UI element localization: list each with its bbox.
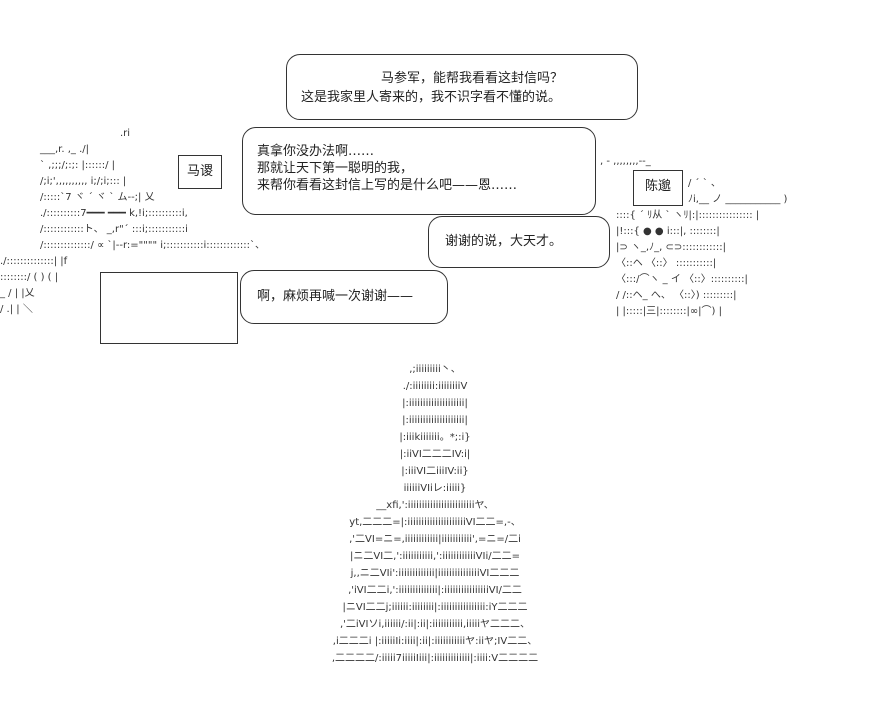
art-line: /:::::`7 ヾ ´ ヾ ` ム--;| 乂 (40, 192, 155, 203)
art-line: ::::{ ´ ﾘ从 ` ヽﾘ|:|:::::::::::::::: | (616, 210, 760, 221)
bubble-line: 马参军，能帮我看看这封信吗？ (381, 71, 564, 86)
art-line: /;i;',,,,,,,,,, i;/;i;::: | (40, 176, 127, 187)
art-line: |ニ二VI二,':iiiiiiiiiii,':iiiiiiiiiiiiVIi/二… (350, 551, 520, 562)
speech-bubble-request: 马参军，能帮我看看这封信吗？ 这是我家里人寄来的，我不识字看不懂的说。 (286, 54, 638, 120)
art-line: ./::::::::::::::| |f (0, 256, 68, 267)
speech-bubble-thanks: 谢谢的说，大天才。 (428, 216, 610, 268)
art-line: ,;iiiiiiiii丶、 (409, 364, 461, 375)
art-line: |:iiiiiiiiiiiiiiiiiiii| (402, 398, 468, 409)
art-line: |:iiiVI二iiiIV:ii} (401, 466, 469, 477)
art-line: |:iiiiiiiiiiiiiiiiiiii| (402, 415, 468, 426)
art-line: ,i二二二i |:iiiiiIi:iiii|:ii|:iiiiiiiiiiiヤ:… (332, 636, 538, 647)
art-line: ::::::::/ ( ) ( | (0, 272, 59, 283)
art-line: ,二二二二/:iiiii7iiiiiIiii|:iiiiiiiiiiiii|:i… (331, 653, 539, 664)
art-line: ,'二iVIソi,iiiiii/:ii|:ii|:iiiiiiiiiii,iii… (339, 619, 531, 630)
art-line: ` ,;;;/;:;: |::::::/ | (40, 160, 115, 171)
art-line: ./::::::::::7━━━ ━━━ k,!i;::::::::::i, (40, 208, 188, 219)
bubble-line: 这是我家里人寄来的，我不识字看不懂的说。 (301, 90, 562, 105)
art-line: yt,二二二=|:iiiiiiiiiiiiiiiiiiiiiVI二二=,-、 (349, 517, 521, 528)
art-line: ./:iiiiiiii:iiiiiiiiV (402, 381, 468, 392)
art-line: .ri (120, 128, 131, 139)
art-line: / /::ヘ_ へ、 〈::〉) :::::::::| (616, 290, 737, 301)
art-line: | |:::::|三|::::::::|∞|⌒) | (616, 306, 722, 317)
art-line: /::::::::::::::/ ∝ `|--r:="""" i;:::::::… (40, 240, 266, 251)
art-line: j,,ニ二VIi':iiiiiiiiiiiii|iiiiiiiiiiiiiiiV… (350, 568, 520, 579)
bubble-line: 那就让天下第一聪明的我， (257, 161, 414, 176)
speech-bubble-again: 啊，麻烦再喊一次谢谢—— (240, 270, 448, 324)
art-line: |:iiikiiiiiii。*;:i} (399, 432, 471, 443)
art-line: ,'iVI二二i,':iiiiiiiiiiiiii|:iiiiiiiiiiiii… (348, 585, 522, 596)
bubble-line: 啊，麻烦再喊一次谢谢—— (257, 289, 414, 304)
name-tag-ma-su: 马谡 (178, 155, 222, 189)
art-line: /::::::::::::ト、 _,r"´ :::i;:::::::::::i (40, 224, 188, 235)
bubble-line: 来帮你看看这封信上写的是什么吧——恩…… (257, 178, 518, 193)
art-line: ,'二VI=ニ=,iiiiiiiiiiii|iiiiiiiiiii',=ニ=/二… (349, 534, 521, 545)
art-line: |:iiVI二二二IV:i| (399, 449, 471, 460)
speech-bubble-genius: 真拿你没办法啊…… 那就让天下第一聪明的我， 来帮你看看这封信上写的是什么吧——… (242, 127, 596, 215)
art-line: / ´ ` 、 (688, 178, 721, 189)
art-line: __xfi,':iiiiiiiiiiiiiiiiiiiiiiiiヤ、 (376, 500, 494, 511)
art-line: ﾉi,__ ノ ___________ ) (688, 194, 788, 205)
art-line: iiiiiiVIiレ:iiiii} (403, 483, 467, 494)
art-line: |⊃ ヽ_,ﾉ_, ⊂⊃::::::::::::| (616, 242, 727, 253)
art-line: |!:::{ ● ● i:::|, ::::::::| (616, 226, 720, 237)
bubble-line: 真拿你没办法啊…… (257, 144, 375, 159)
art-line: , - ,,,,,,,,--_ (600, 156, 651, 167)
art-line: 〈:::/⌒ヽ _ イ 〈::〉::::::::::| (616, 274, 748, 285)
art-line: |ニVI二二j;iiiiii:iiiiiiii|:iiiiiiiiiiiiiii… (342, 602, 528, 613)
name-tag-chen-miao: 陈邈 (633, 170, 683, 206)
art-line: 〈::ヘ 〈::〉 :::::::::::| (616, 258, 717, 269)
art-line: / .| | ＼ (0, 304, 33, 315)
bubble-line: 谢谢的说，大天才。 (445, 234, 563, 249)
left-character-box (100, 272, 238, 344)
art-line: ___,r. ,_ ./| (40, 144, 90, 155)
art-line: _ / | |乂 (0, 288, 35, 299)
